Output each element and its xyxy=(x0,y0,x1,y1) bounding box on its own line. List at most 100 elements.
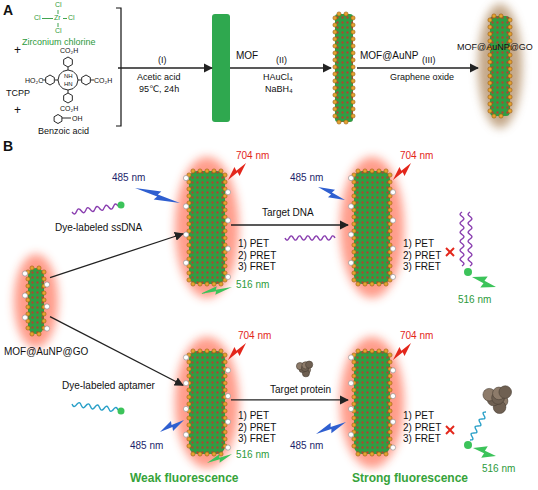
node-label: Zirconium chlorine xyxy=(22,37,96,47)
dot xyxy=(187,402,191,406)
dot xyxy=(26,284,30,288)
dot xyxy=(42,291,46,295)
annotation: Cl xyxy=(55,27,62,35)
ring xyxy=(64,93,73,103)
dot xyxy=(225,218,230,223)
bond xyxy=(55,80,58,81)
dot xyxy=(508,88,512,92)
dot xyxy=(42,312,46,316)
dot xyxy=(223,360,227,364)
ring xyxy=(46,75,55,85)
mof-rod xyxy=(354,171,390,284)
dot xyxy=(212,452,216,456)
dot xyxy=(492,14,496,18)
dot xyxy=(223,208,227,212)
dot xyxy=(363,452,367,456)
dot xyxy=(187,416,191,420)
glow xyxy=(478,4,522,128)
bond xyxy=(58,23,59,27)
annotation: Cl xyxy=(55,1,62,9)
dot xyxy=(191,349,195,353)
dot xyxy=(37,332,41,336)
bond xyxy=(62,118,71,119)
dot xyxy=(26,277,30,281)
dot xyxy=(352,194,356,198)
dot xyxy=(352,374,356,378)
dot xyxy=(205,282,209,286)
dot xyxy=(508,25,512,29)
dot xyxy=(26,305,30,309)
dot xyxy=(205,452,209,456)
annotation: Acetic acid xyxy=(137,72,181,82)
dot xyxy=(183,406,188,411)
mof-rod xyxy=(490,16,510,116)
node-label: 704 nm xyxy=(238,330,271,342)
dot xyxy=(30,332,34,336)
dot xyxy=(388,374,392,378)
dot xyxy=(223,388,227,392)
bond xyxy=(446,426,454,434)
node-label: 1) PET 2) PRET 3) FRET xyxy=(238,410,279,445)
dot xyxy=(488,109,492,113)
dot xyxy=(333,51,337,55)
dot xyxy=(223,180,227,184)
dot xyxy=(348,204,353,209)
mof-rod xyxy=(335,14,353,122)
node-label: 516 nm xyxy=(458,294,491,306)
dot xyxy=(390,445,395,450)
dot xyxy=(388,271,392,275)
dot xyxy=(42,270,46,274)
dot xyxy=(333,86,337,90)
annotation: Cl xyxy=(34,14,41,22)
dot xyxy=(183,232,188,237)
dot xyxy=(223,430,227,434)
annotation: A xyxy=(3,2,13,18)
node-label: 516 nm xyxy=(236,279,269,291)
dot xyxy=(488,88,492,92)
dot xyxy=(333,72,337,76)
annotation: Weak fluorescence xyxy=(130,472,239,486)
dot xyxy=(390,246,395,251)
dot xyxy=(352,243,356,247)
dot xyxy=(333,58,337,62)
nanoprobe: 704 nm485 nm516 nm1) PET 2) PRET 3) FRET xyxy=(348,165,396,290)
dot xyxy=(370,169,374,173)
dot xyxy=(388,360,392,364)
dot xyxy=(352,423,356,427)
bond xyxy=(58,10,59,14)
dot xyxy=(352,395,356,399)
dot xyxy=(388,201,392,205)
annotation: HAuCl₄ xyxy=(263,72,293,82)
glow xyxy=(14,254,58,348)
dot xyxy=(351,37,355,41)
dot xyxy=(352,444,356,448)
mof-rod xyxy=(189,351,225,454)
dot xyxy=(333,79,337,83)
dot xyxy=(187,187,191,191)
dot xyxy=(388,180,392,184)
dot xyxy=(388,208,392,212)
light-bolt xyxy=(393,343,411,360)
dot xyxy=(225,190,230,195)
dot xyxy=(306,361,313,368)
annotation: Cl xyxy=(68,14,75,22)
light-bolt xyxy=(200,286,232,295)
mof-rod xyxy=(354,351,390,454)
dot xyxy=(223,173,227,177)
dot xyxy=(508,74,512,78)
dna-strand xyxy=(72,204,118,214)
node-label: 1) PET 2) PRET 3) FRET xyxy=(238,238,279,273)
dot xyxy=(183,355,188,360)
reaction-arrow xyxy=(231,399,348,400)
node-label: 485 nm xyxy=(112,172,145,184)
dot xyxy=(370,452,374,456)
dot xyxy=(219,169,223,173)
node-label: 516 nm xyxy=(482,463,515,475)
dot xyxy=(388,236,392,240)
dot xyxy=(223,402,227,406)
dot xyxy=(351,100,355,104)
glow xyxy=(175,337,239,468)
arrow-label: Target DNA xyxy=(262,207,314,219)
dot xyxy=(351,93,355,97)
